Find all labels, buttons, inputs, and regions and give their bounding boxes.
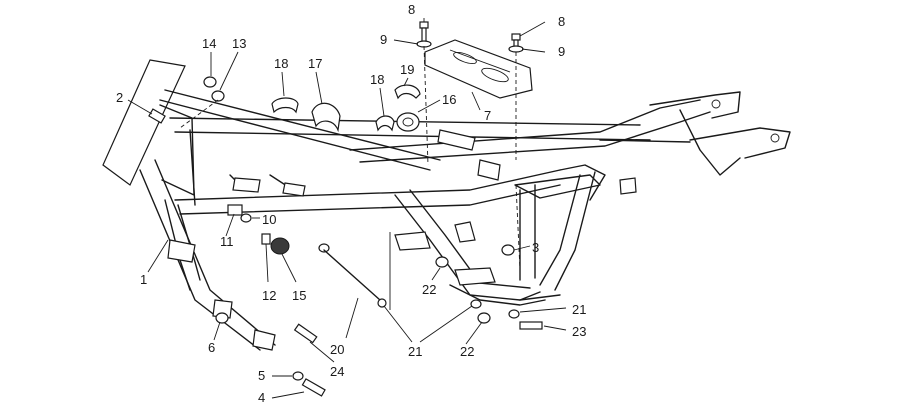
rubber-15 (270, 237, 290, 255)
nut-22-upper (435, 256, 449, 268)
callout-14: 14 (202, 36, 216, 51)
bolt-washer-left (416, 21, 432, 48)
callout-18-right: 18 (370, 72, 384, 87)
washer-21-right (508, 309, 520, 319)
callout-17: 17 (308, 56, 322, 71)
main-frame (139, 89, 791, 351)
callout-6: 6 (208, 340, 215, 355)
rubber-mount-17 (311, 102, 341, 133)
callout-24: 24 (330, 364, 344, 379)
bolt-12 (261, 233, 271, 245)
bolt-24 (293, 323, 318, 344)
callout-1: 1 (140, 272, 147, 287)
callout-15: 15 (292, 288, 306, 303)
callout-4: 4 (258, 390, 265, 405)
rubber-half-19 (394, 84, 421, 100)
callout-21-lower: 21 (408, 344, 422, 359)
callout-8-right: 8 (558, 14, 565, 29)
nut-6 (215, 312, 229, 324)
callout-22-lower: 22 (460, 344, 474, 359)
bolt-washer-right (508, 33, 524, 53)
callout-21-right: 21 (572, 302, 586, 317)
callout-3: 3 (532, 240, 539, 255)
callout-2: 2 (116, 90, 123, 105)
callout-10: 10 (262, 212, 276, 227)
washer-21-left (470, 299, 482, 309)
callout-9-right: 9 (558, 44, 565, 59)
callout-11: 11 (220, 234, 234, 249)
nut-14 (203, 76, 217, 88)
battery-tray (424, 39, 533, 99)
long-bolt-20 (318, 243, 387, 308)
nut-3 (501, 244, 515, 256)
callout-labels: 8 9 8 9 14 13 18 17 18 19 16 7 2 10 11 1… (116, 2, 586, 405)
washer-5 (292, 371, 304, 381)
hose-clamp-18-left (271, 97, 299, 114)
leader-lines (127, 18, 567, 399)
bolt-4 (301, 378, 326, 397)
washer-10 (240, 213, 252, 223)
callout-5: 5 (258, 368, 265, 383)
callout-7: 7 (484, 108, 491, 123)
callout-23: 23 (572, 324, 586, 339)
nut-22-lower (477, 312, 491, 324)
callout-18-left: 18 (274, 56, 288, 71)
steering-head-plate (102, 59, 195, 196)
callout-16: 16 (442, 92, 456, 107)
nut-13 (211, 90, 225, 102)
bush-11 (227, 204, 243, 216)
callout-8-left: 8 (408, 2, 415, 17)
bolt-2 (148, 108, 166, 124)
rubber-mount-16 (396, 112, 420, 132)
callout-20: 20 (330, 342, 344, 357)
bolt-23 (519, 321, 543, 330)
hose-clamp-18-right (375, 115, 395, 132)
callout-22-upper: 22 (422, 282, 436, 297)
callout-9-left: 9 (380, 32, 387, 47)
callout-12: 12 (262, 288, 276, 303)
callout-13: 13 (232, 36, 246, 51)
callout-19: 19 (400, 62, 414, 77)
